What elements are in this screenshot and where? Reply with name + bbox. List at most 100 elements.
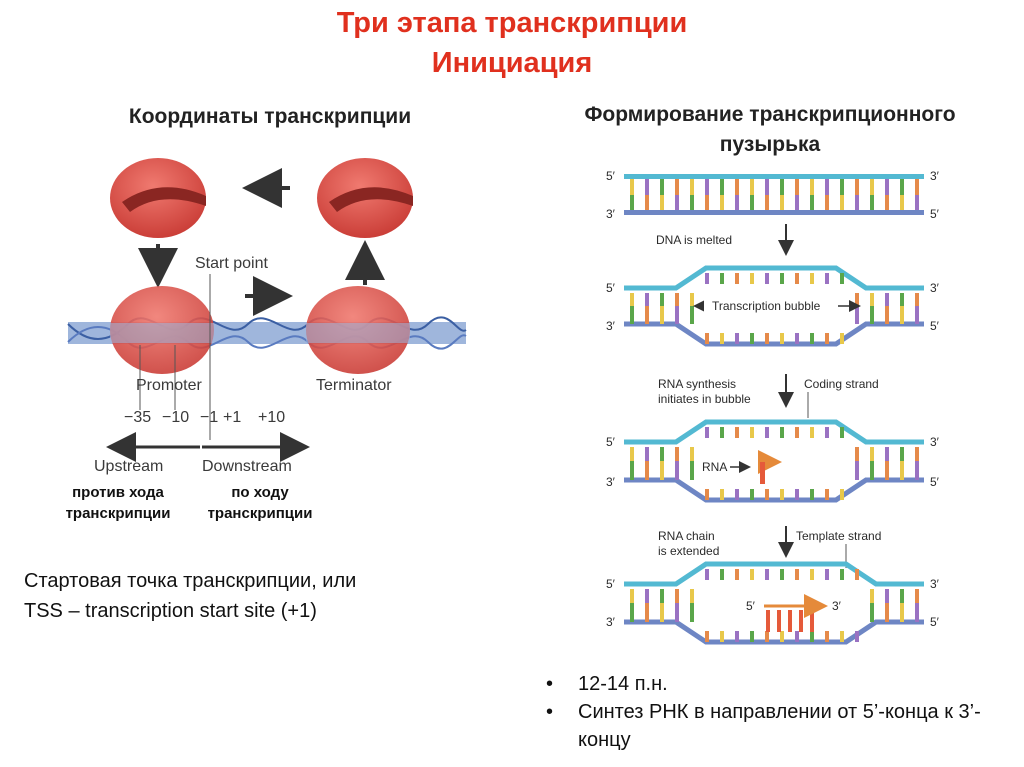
base-tick [780, 195, 784, 210]
base-tick [825, 273, 829, 284]
base-tick [915, 293, 919, 306]
base-tick [915, 195, 919, 210]
p2-5prime-bottom: 5′ [930, 319, 940, 333]
base-tick [855, 631, 859, 642]
terminator-label: Terminator [316, 377, 392, 394]
base-tick [720, 179, 724, 195]
bullet-list: 12-14 п.н. Синтез РНК в направлении от 5… [540, 670, 1010, 754]
base-tick [780, 631, 784, 642]
base-tick [915, 179, 919, 195]
base-tick [690, 195, 694, 210]
base-tick [915, 589, 919, 603]
base-tick [840, 195, 844, 210]
base-tick [705, 631, 709, 642]
bullet-item-2: Синтез РНК в направлении от 5’-конца к 3… [540, 698, 1010, 754]
base-tick [795, 179, 799, 195]
base-tick [630, 603, 634, 622]
base-tick [777, 610, 781, 632]
base-tick [915, 447, 919, 461]
upstream-label: Upstream [94, 458, 163, 475]
base-tick [810, 569, 814, 580]
base-tick [855, 447, 859, 461]
base-tick [750, 427, 754, 438]
p1-3prime-bottom: 3′ [606, 207, 616, 221]
base-tick [720, 489, 724, 500]
base-tick [645, 447, 649, 461]
base-tick [660, 179, 664, 195]
bubble-label-bg [704, 298, 838, 314]
p4-5prime-top: 5′ [606, 577, 616, 591]
base-tick [780, 489, 784, 500]
base-tick [810, 333, 814, 344]
base-tick [788, 610, 792, 632]
base-tick [766, 610, 770, 632]
base-tick [630, 447, 634, 461]
base-tick [675, 461, 679, 480]
base-tick [690, 293, 694, 306]
base-tick [675, 306, 679, 324]
p4-3prime-top: 3′ [930, 577, 940, 591]
base-tick [645, 603, 649, 622]
right-heading: Формирование транскрипционного пузырька [520, 100, 1020, 160]
pos-plus10: +10 [258, 409, 285, 426]
base-tick [660, 603, 664, 622]
base-tick [675, 195, 679, 210]
base-tick [825, 179, 829, 195]
base-tick [870, 293, 874, 306]
base-tick [660, 589, 664, 603]
left-heading: Координаты транскрипции [128, 105, 412, 128]
base-tick [915, 461, 919, 480]
base-tick [630, 306, 634, 324]
p2-5prime-top: 5′ [606, 281, 616, 295]
base-tick [870, 589, 874, 603]
base-tick [750, 333, 754, 344]
bullet-item-1: 12-14 п.н. [540, 670, 1010, 698]
rna-synthesis-line2: initiates in bubble [658, 392, 751, 406]
base-tick [840, 333, 844, 344]
base-tick [799, 610, 803, 632]
base-tick [795, 195, 799, 210]
base-tick [660, 293, 664, 306]
base-tick [645, 589, 649, 603]
base-tick [675, 179, 679, 195]
base-tick [810, 273, 814, 284]
base-tick [855, 569, 859, 580]
base-tick [720, 631, 724, 642]
p2-top-strand [624, 265, 924, 291]
base-tick [645, 293, 649, 306]
base-tick [720, 333, 724, 344]
base-tick [705, 195, 709, 210]
p1-top-strand [624, 174, 924, 179]
base-tick [900, 293, 904, 306]
base-tick [885, 447, 889, 461]
rna-3prime-label: 3′ [832, 599, 842, 613]
p3-bottom-strand [624, 477, 924, 503]
base-tick [810, 631, 814, 642]
base-tick [810, 427, 814, 438]
base-tick [780, 427, 784, 438]
panel-bubble: 5′ 3′ 3′ 5′ Transcription bubble [606, 265, 940, 347]
base-tick [900, 447, 904, 461]
base-tick [825, 569, 829, 580]
p4-top-strand [624, 561, 924, 587]
base-tick [750, 179, 754, 195]
tss-note: Стартовая точка транскрипции, или TSS – … [24, 566, 484, 626]
base-tick [885, 179, 889, 195]
p3-3prime-top: 3′ [930, 435, 940, 449]
base-tick [690, 306, 694, 324]
p1-base-pairs [630, 179, 919, 210]
base-tick [765, 631, 769, 642]
base-tick [840, 179, 844, 195]
p3-top-strand [624, 419, 924, 445]
base-tick [915, 306, 919, 324]
base-tick [690, 603, 694, 622]
polymerase-top-right [317, 158, 413, 238]
base-tick [900, 306, 904, 324]
base-tick [885, 603, 889, 622]
base-tick [735, 489, 739, 500]
base-tick [870, 195, 874, 210]
downstream-label: Downstream [202, 458, 292, 475]
p4-5prime-bottom: 5′ [930, 615, 940, 629]
base-tick [630, 179, 634, 195]
base-tick [765, 273, 769, 284]
